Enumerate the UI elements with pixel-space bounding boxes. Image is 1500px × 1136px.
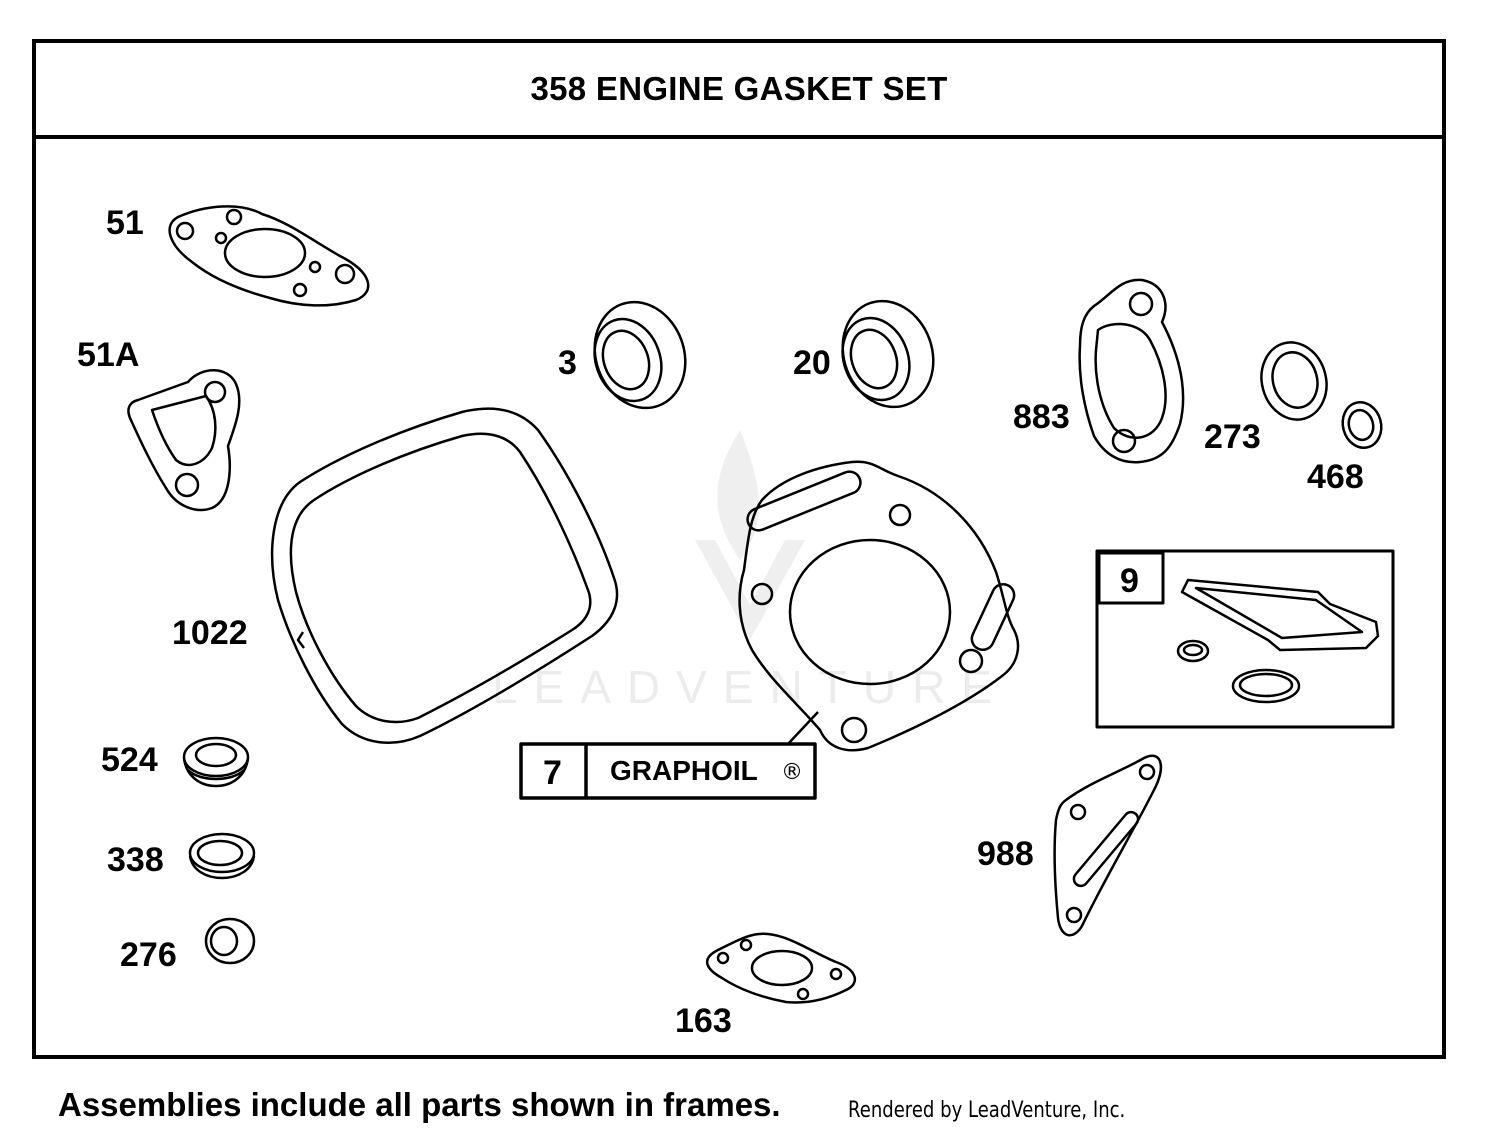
label-883: 883 bbox=[1013, 398, 1070, 436]
part-338-seal bbox=[188, 832, 256, 880]
label-338: 338 bbox=[107, 841, 164, 879]
callout-9-frame bbox=[1095, 549, 1395, 729]
part-468-washer bbox=[1341, 400, 1383, 450]
label-276: 276 bbox=[120, 936, 177, 974]
footer-credit: Rendered by LeadVenture, Inc. bbox=[848, 1098, 1126, 1123]
label-273: 273 bbox=[1204, 418, 1261, 456]
watermark-v-icon bbox=[695, 540, 805, 640]
part-20-oil-seal bbox=[841, 299, 935, 409]
registered-mark: ® bbox=[781, 760, 803, 785]
label-51a: 51A bbox=[77, 336, 139, 374]
part-163-gasket bbox=[706, 932, 857, 1004]
label-51: 51 bbox=[106, 204, 144, 242]
label-163: 163 bbox=[675, 1002, 732, 1040]
part-7-head-gasket bbox=[738, 460, 1020, 752]
label-20: 20 bbox=[793, 344, 831, 382]
part-9-gasket-kit bbox=[1176, 578, 1380, 704]
label-1022: 1022 bbox=[172, 614, 248, 652]
label-468: 468 bbox=[1307, 458, 1364, 496]
label-9: 9 bbox=[1120, 562, 1139, 600]
watermark-text: LEADVENTURE bbox=[492, 661, 1008, 713]
part-988-gasket bbox=[1053, 754, 1163, 937]
label-988: 988 bbox=[977, 835, 1034, 873]
label-graphoil: GRAPHOIL bbox=[610, 755, 758, 786]
label-3: 3 bbox=[558, 344, 577, 382]
callout-9-number-box bbox=[1097, 551, 1165, 605]
part-524-plug bbox=[182, 736, 250, 788]
label-524: 524 bbox=[101, 741, 158, 779]
watermark-flame-icon bbox=[717, 430, 759, 560]
part-273-seal bbox=[1260, 341, 1328, 421]
footer-note: Assemblies include all parts shown in fr… bbox=[58, 1086, 781, 1123]
watermark: LEADVENTURE bbox=[492, 430, 1008, 713]
part-1022-gasket bbox=[270, 407, 619, 744]
diagram-title: 358 ENGINE GASKET SET bbox=[36, 43, 1442, 139]
label-7: 7 bbox=[543, 754, 562, 792]
part-51-gasket bbox=[168, 205, 370, 307]
callout-7-leader bbox=[787, 711, 819, 745]
part-276-washer bbox=[204, 917, 256, 965]
part-51a-gasket bbox=[127, 369, 241, 512]
diagram-frame: 358 ENGINE GASKET SET bbox=[32, 39, 1446, 1059]
callout-7-box bbox=[519, 742, 817, 800]
part-3-oil-seal bbox=[593, 300, 687, 410]
part-883-gasket bbox=[1078, 278, 1185, 464]
